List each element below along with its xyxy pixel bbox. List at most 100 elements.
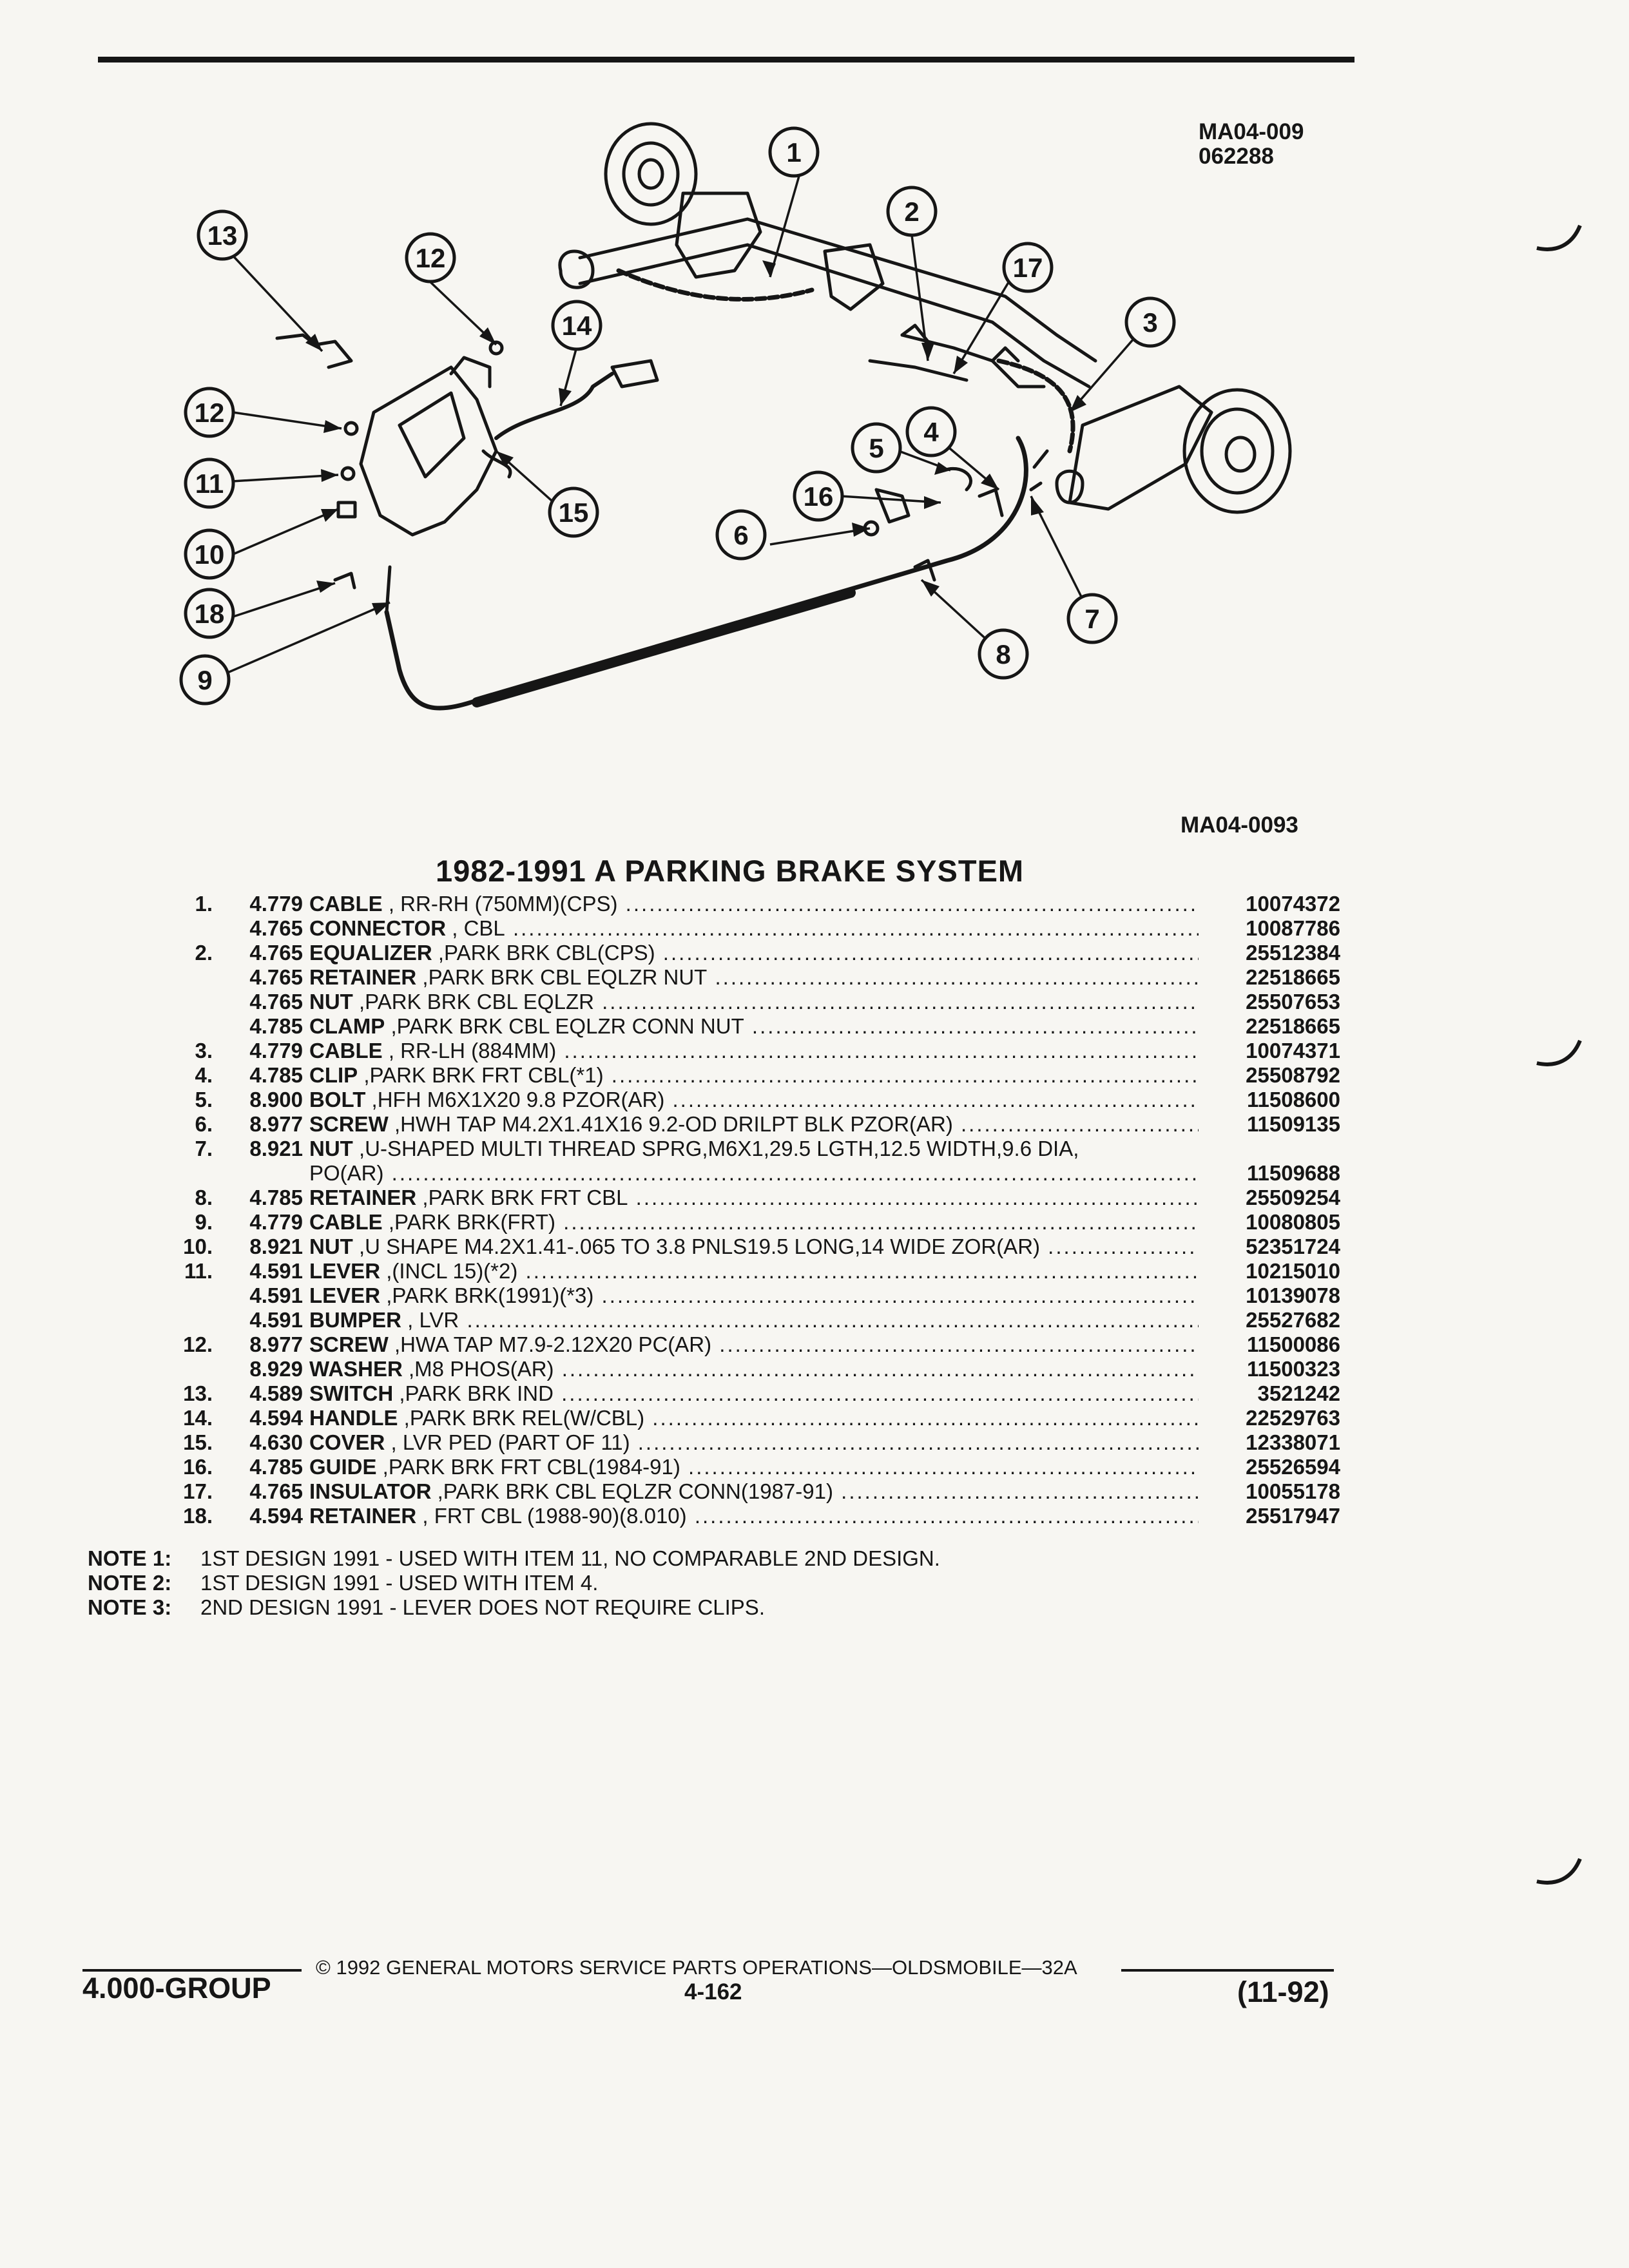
callout-13: 13 xyxy=(207,220,238,251)
callout-18: 18 xyxy=(195,599,225,629)
footer-rule-right xyxy=(1121,1969,1334,1972)
callout-11: 11 xyxy=(195,468,224,499)
part-name: CLAMP xyxy=(309,1014,385,1038)
part-detail: ,PARK BRK CBL EQLZR CONN(1987-91) xyxy=(431,1479,833,1503)
page-title: 1982-1991 A PARKING BRAKE SYSTEM xyxy=(436,854,1025,888)
top-rule xyxy=(98,57,1354,62)
part-number: 52351724 xyxy=(1246,1235,1340,1258)
leader-dots: ........................................… xyxy=(672,1088,1199,1111)
group-number: 8.929 xyxy=(249,1357,303,1381)
part-name: CABLE xyxy=(309,1210,383,1234)
part-number: 10215010 xyxy=(1246,1259,1340,1283)
part-name: RETAINER xyxy=(309,1186,417,1209)
part-number: 10074372 xyxy=(1246,892,1340,916)
part-number: 11509688 xyxy=(1246,1161,1340,1185)
part-description: GUIDE ,PARK BRK FRT CBL(1984-91) .......… xyxy=(309,1455,1199,1479)
group-number: 4.785 xyxy=(249,1063,303,1087)
part-number: 25508792 xyxy=(1246,1063,1340,1087)
part-detail: ,PARK BRK REL(W/CBL) xyxy=(398,1406,645,1430)
part-description: BUMPER , LVR ...........................… xyxy=(309,1308,1199,1332)
group-number: 8.921 xyxy=(249,1235,303,1258)
group-number: 4.765 xyxy=(249,965,303,989)
note-label: NOTE 1: xyxy=(88,1546,172,1570)
part-number: 22518665 xyxy=(1246,965,1340,989)
part-name: GUIDE xyxy=(309,1455,377,1479)
part-description: CONNECTOR , CBL ........................… xyxy=(309,916,1199,941)
part-number: 10074371 xyxy=(1246,1039,1340,1062)
part-detail: PO(AR) xyxy=(309,1161,384,1185)
leader-dots: ........................................… xyxy=(625,892,1199,916)
item-number: 11. xyxy=(184,1259,213,1283)
part-detail: ,PARK BRK FRT CBL(1984-91) xyxy=(376,1455,680,1479)
part-detail: ,PARK BRK(1991)(*3) xyxy=(380,1283,594,1307)
part-description: CABLE , RR-LH (884MM) ..................… xyxy=(309,1039,1199,1063)
group-number: 8.900 xyxy=(249,1088,303,1111)
part-name: CABLE xyxy=(309,892,383,916)
item-number: 14. xyxy=(183,1406,213,1430)
part-description: NUT ,U SHAPE M4.2X1.41-.065 TO 3.8 PNLS1… xyxy=(309,1235,1199,1259)
part-detail: ,HWH TAP M4.2X1.41X16 9.2-OD DRILPT BLK … xyxy=(388,1112,953,1136)
item-number: 2. xyxy=(195,941,213,965)
part-description: LEVER ,(INCL 15)(*2) ...................… xyxy=(309,1259,1199,1283)
callout-8: 8 xyxy=(996,639,1010,669)
page-number: 4-162 xyxy=(684,1979,742,2004)
part-number: 11509135 xyxy=(1246,1112,1340,1136)
leader-dots: ........................................… xyxy=(688,1455,1199,1479)
callout-14: 14 xyxy=(562,311,592,341)
part-number: 22529763 xyxy=(1246,1406,1340,1430)
leader-dots: ........................................… xyxy=(601,1283,1199,1307)
note-text: 1ST DESIGN 1991 - USED WITH ITEM 4. xyxy=(200,1571,599,1595)
part-description: CLIP ,PARK BRK FRT CBL(*1) .............… xyxy=(309,1063,1199,1088)
notes-section: NOTE 1: 1ST DESIGN 1991 - USED WITH ITEM … xyxy=(88,1546,940,1620)
leader-dots: ........................................… xyxy=(694,1504,1199,1528)
copyright-line: © 1992 GENERAL MOTORS SERVICE PARTS OPER… xyxy=(316,1956,1077,1979)
group-number: 4.594 xyxy=(249,1504,303,1528)
part-description: PO(AR) .................................… xyxy=(309,1161,1199,1186)
group-number: 4.785 xyxy=(249,1014,303,1038)
part-name: RETAINER xyxy=(309,1504,417,1528)
group-number: 4.765 xyxy=(249,990,303,1014)
group-number: 4.591 xyxy=(249,1308,303,1332)
part-detail: ,HFH M6X1X20 9.8 PZOR(AR) xyxy=(365,1088,665,1111)
part-description: COVER , LVR PED (PART OF 11) ...........… xyxy=(309,1430,1199,1455)
drawing-code-bottom: MA04-0093 xyxy=(1181,812,1298,838)
note-text: 2ND DESIGN 1991 - LEVER DOES NOT REQUIRE… xyxy=(200,1595,765,1619)
part-name: COVER xyxy=(309,1430,385,1454)
part-number: 11500086 xyxy=(1246,1332,1340,1356)
group-number: 4.765 xyxy=(249,1479,303,1503)
part-name: NUT xyxy=(309,1235,353,1258)
part-number: 25517947 xyxy=(1246,1504,1340,1528)
callout-2: 2 xyxy=(904,197,919,227)
group-number: 8.977 xyxy=(249,1112,303,1136)
callout-9: 9 xyxy=(197,665,212,695)
group-number: 4.630 xyxy=(249,1430,303,1454)
part-detail: , RR-RH (750MM)(CPS) xyxy=(382,892,618,916)
part-number: 3521242 xyxy=(1257,1381,1340,1405)
part-number: 11508600 xyxy=(1246,1088,1340,1111)
group-number: 8.977 xyxy=(249,1332,303,1356)
part-description: EQUALIZER ,PARK BRK CBL(CPS) ...........… xyxy=(309,941,1199,965)
part-description: CLAMP ,PARK BRK CBL EQLZR CONN NUT .....… xyxy=(309,1014,1199,1039)
part-name: SWITCH xyxy=(309,1381,394,1405)
group-number: 8.921 xyxy=(249,1137,303,1160)
part-description: CABLE ,PARK BRK(FRT) ...................… xyxy=(309,1210,1199,1235)
note-row: NOTE 2:1ST DESIGN 1991 - USED WITH ITEM … xyxy=(88,1571,940,1595)
item-number: 7. xyxy=(195,1137,213,1160)
part-detail: ,M8 PHOS(AR) xyxy=(402,1357,554,1381)
part-number: 11500323 xyxy=(1246,1357,1340,1381)
leader-dots: ........................................… xyxy=(1048,1235,1199,1258)
leader-dots: ........................................… xyxy=(563,1210,1199,1234)
part-name: EQUALIZER xyxy=(309,941,432,965)
part-number: 25512384 xyxy=(1246,941,1340,965)
part-name: CABLE xyxy=(309,1039,383,1062)
group-number: 4.765 xyxy=(249,941,303,965)
part-name: SCREW xyxy=(309,1112,389,1136)
